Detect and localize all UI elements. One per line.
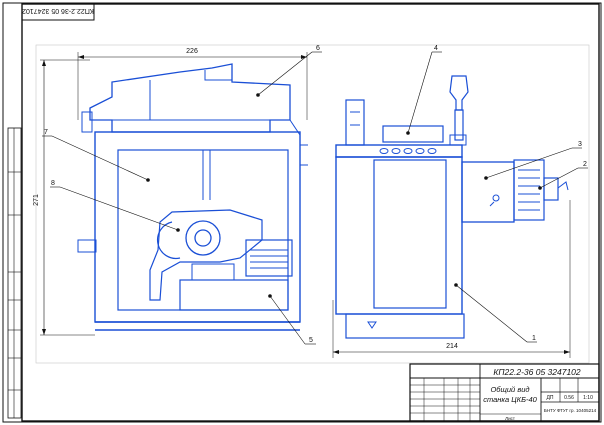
top-stamp: КП22.2-36 05 3247102 — [21, 3, 95, 21]
callout-labels: 6 7 8 5 4 3 2 1 — [44, 45, 587, 344]
organization-cell: БНТУ ФТУГ гр. 10405214 — [544, 408, 597, 413]
letter-cell: ДП — [547, 395, 554, 401]
side-view-machine: 226 271 — [33, 48, 308, 336]
sheet-cell: Лист — [505, 416, 515, 421]
view-frame — [35, 44, 590, 364]
title-block: КП22.2-36 05 3247102 Общий вид станка ЦК… — [409, 363, 600, 422]
callout-2: 2 — [583, 161, 587, 168]
callout-1: 1 — [532, 335, 536, 342]
callout-3: 3 — [578, 141, 582, 148]
callout-8: 8 — [51, 180, 55, 187]
scale-cell: 1:10 — [583, 395, 593, 401]
callout-6: 6 — [316, 45, 320, 52]
drawing-title-line2: станка ЦКБ-40 — [483, 395, 537, 404]
callout-leaders — [42, 51, 588, 345]
callout-4: 4 — [434, 45, 438, 52]
dim-label-top-width: 226 — [186, 48, 198, 55]
dim-label-bottom-width: 214 — [446, 343, 458, 350]
drawing-title-line1: Общий вид — [490, 385, 529, 394]
sheet-inner-frame — [21, 3, 600, 422]
doc-code: КП22.2-36 05 3247102 — [493, 367, 581, 377]
front-view-machine: 214 — [332, 75, 571, 358]
left-binding-strip — [7, 127, 22, 419]
dim-label-height: 271 — [33, 194, 40, 206]
top-stamp-text: КП22.2-36 05 3247102 — [22, 7, 94, 14]
callout-7: 7 — [44, 129, 48, 136]
callout-5: 5 — [309, 337, 313, 344]
mass-cell: 0.56 — [564, 395, 574, 401]
